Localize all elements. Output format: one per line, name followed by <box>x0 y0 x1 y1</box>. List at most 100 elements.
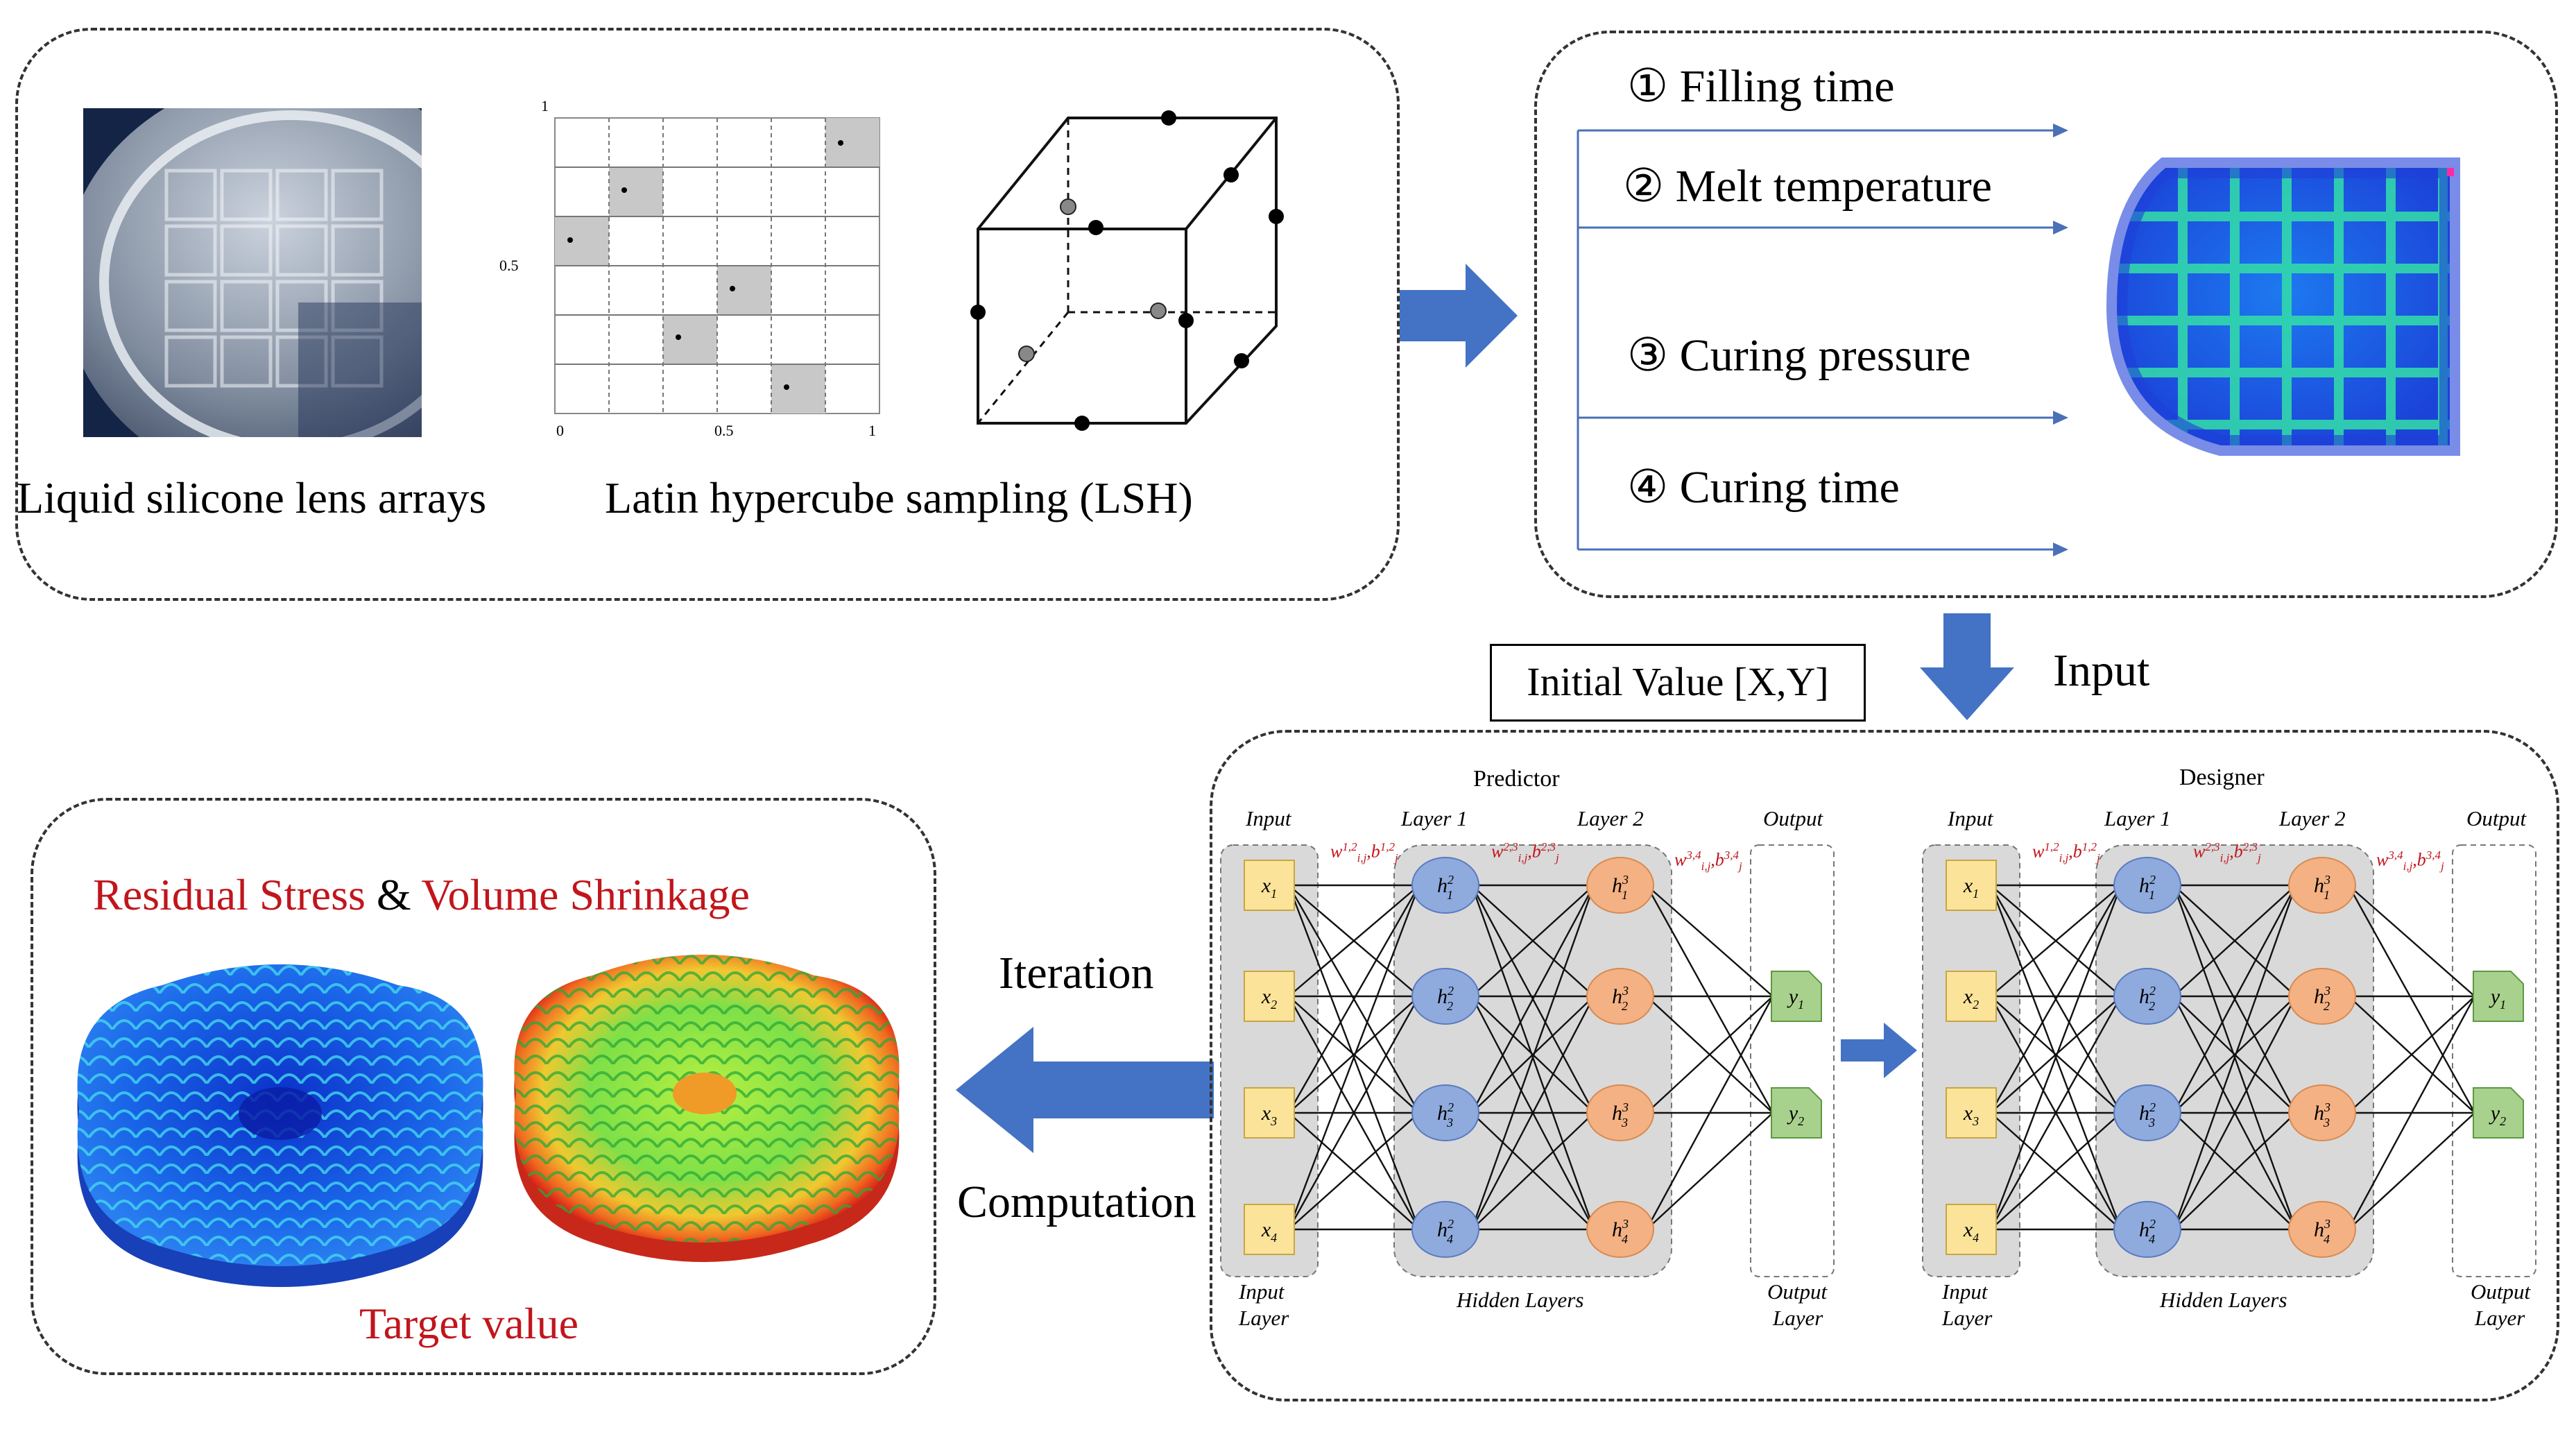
designer-edges <box>1989 884 2476 1231</box>
param-3-label: Curing pressure <box>1679 330 1971 381</box>
designer-layer1-header: Layer 1 <box>2104 806 2171 830</box>
predictor-output-node-label: y2 <box>1787 1102 1804 1128</box>
predictor-input-node-label: x3 <box>1261 1102 1277 1128</box>
mold-simulation-svg <box>2106 157 2460 456</box>
param-4-marker: ④ <box>1627 462 1669 513</box>
lhs-grid <box>554 117 880 414</box>
predictor-edge-h1-h2 <box>1470 885 1595 1230</box>
lhs-caption: Latin hypercube sampling (LSH) <box>605 473 1193 522</box>
designer-edge-input-h1 <box>1990 1112 2122 1230</box>
sampling-cube <box>957 104 1304 437</box>
network-link-arrow-svg <box>1841 1023 1917 1078</box>
predictor-input-node <box>1244 860 1295 911</box>
designer-hidden1-node <box>2113 1201 2181 1258</box>
designer-edge-h2-output <box>2348 1112 2475 1230</box>
predictor-input-node <box>1244 971 1295 1022</box>
designer-input-node-label: x2 <box>1963 985 1979 1012</box>
lhs-x-tick-05: 0.5 <box>714 422 734 439</box>
residual-stress-result-image <box>65 957 495 1287</box>
weight-b-symbol: ,b <box>1710 849 1724 870</box>
predictor-edge-input-h1 <box>1287 885 1420 1230</box>
param-4: ④ Curing time <box>1627 465 1900 511</box>
designer-edge-input-h1 <box>1990 885 2122 997</box>
network-link-arrow-icon <box>1841 1023 1917 1078</box>
left-arrow-svg <box>956 1027 1214 1153</box>
designer-input-node <box>1946 971 1997 1022</box>
predictor-edge-h2-output <box>1646 885 1774 997</box>
designer-edge-h1-h2 <box>2172 996 2297 1230</box>
lens-array-photo <box>83 108 422 437</box>
designer-edge-h1-h2 <box>2173 1112 2296 1230</box>
weight-w-symbol: w <box>1674 849 1687 870</box>
residual-stress-svg <box>77 964 483 1287</box>
weight-w-symbol: w <box>1491 841 1504 862</box>
sampling-panel <box>15 28 1400 601</box>
predictor-hidden1-node <box>1411 1084 1479 1141</box>
predictor-weight-12: w1,2i,j,b1,2j <box>1330 840 1398 864</box>
designer-hidden2-node <box>2288 857 2356 914</box>
ampersand-label: & <box>376 870 411 919</box>
target-panel <box>31 798 936 1375</box>
designer-output-node <box>2473 971 2524 1022</box>
down-arrow-svg <box>1920 613 2014 720</box>
param-4-label: Curing time <box>1679 462 1900 513</box>
predictor-hidden2-node <box>1586 857 1654 914</box>
input-label: Input <box>2053 645 2150 696</box>
designer-edge-h1-h2 <box>2173 885 2296 997</box>
predictor-edge-h1-h2 <box>1471 996 1595 1114</box>
designer-title: Designer <box>2179 765 2265 790</box>
designer-edge-input-h1 <box>1989 996 2122 1230</box>
predictor-title: Predictor <box>1473 766 1560 792</box>
designer-edge-h1-h2 <box>2173 996 2296 1114</box>
lhs-x-tick-0: 0 <box>556 422 564 439</box>
predictor-hidden2-node <box>1586 1201 1654 1258</box>
designer-output-header: Output <box>2466 806 2527 830</box>
weight-w-symbol: w <box>2032 841 2045 862</box>
designer-edge-h2-output <box>2347 885 2476 1114</box>
designer-output-node <box>2473 1087 2524 1139</box>
designer-weight-23: w2,3i,j,b2,3j <box>2193 840 2261 864</box>
designer-hidden2-node <box>2288 968 2356 1025</box>
predictor-edge-h2-output <box>1645 996 1774 1230</box>
param-2-marker: ② <box>1623 161 1665 212</box>
mold-simulation-image <box>2106 157 2460 459</box>
predictor-hidden1-node <box>1411 857 1479 914</box>
residual-stress-label: Residual Stress <box>93 870 366 919</box>
designer-hidden1-node <box>2113 1084 2181 1141</box>
predictor-footer-input-1: Input <box>1239 1279 1285 1304</box>
target-value-caption: Target value <box>359 1299 578 1348</box>
weight-b-symbol: ,b <box>2229 841 2243 862</box>
designer-input-node-label: x3 <box>1963 1102 1979 1128</box>
designer-footer-input-1: Input <box>1942 1279 1988 1304</box>
lhs-grid-svg <box>554 117 880 414</box>
predictor-edges <box>1287 884 1774 1231</box>
lhs-y-tick-1: 1 <box>541 97 549 114</box>
predictor-hidden1-node <box>1411 968 1479 1025</box>
network-panel <box>1210 730 2559 1401</box>
predictor-output-node-label: y1 <box>1787 985 1804 1012</box>
designer-input-node <box>1946 1087 1997 1139</box>
designer-edge-h2-output <box>2347 996 2476 1230</box>
predictor-input-node-label: x1 <box>1261 874 1277 901</box>
predictor-edge-h1-h2 <box>1471 1112 1595 1230</box>
weight-b-symbol: ,b <box>2412 849 2426 870</box>
designer-output-node-label: y2 <box>2489 1102 2506 1128</box>
predictor-edge-h2-output <box>1646 1112 1774 1230</box>
weight-w-symbol: w <box>2376 849 2389 870</box>
designer-output-node-label: y1 <box>2489 985 2506 1012</box>
predictor-input-node <box>1244 1204 1295 1255</box>
weight-b-symbol: ,b <box>1527 841 1541 862</box>
right-arrow-icon <box>1400 264 1518 368</box>
